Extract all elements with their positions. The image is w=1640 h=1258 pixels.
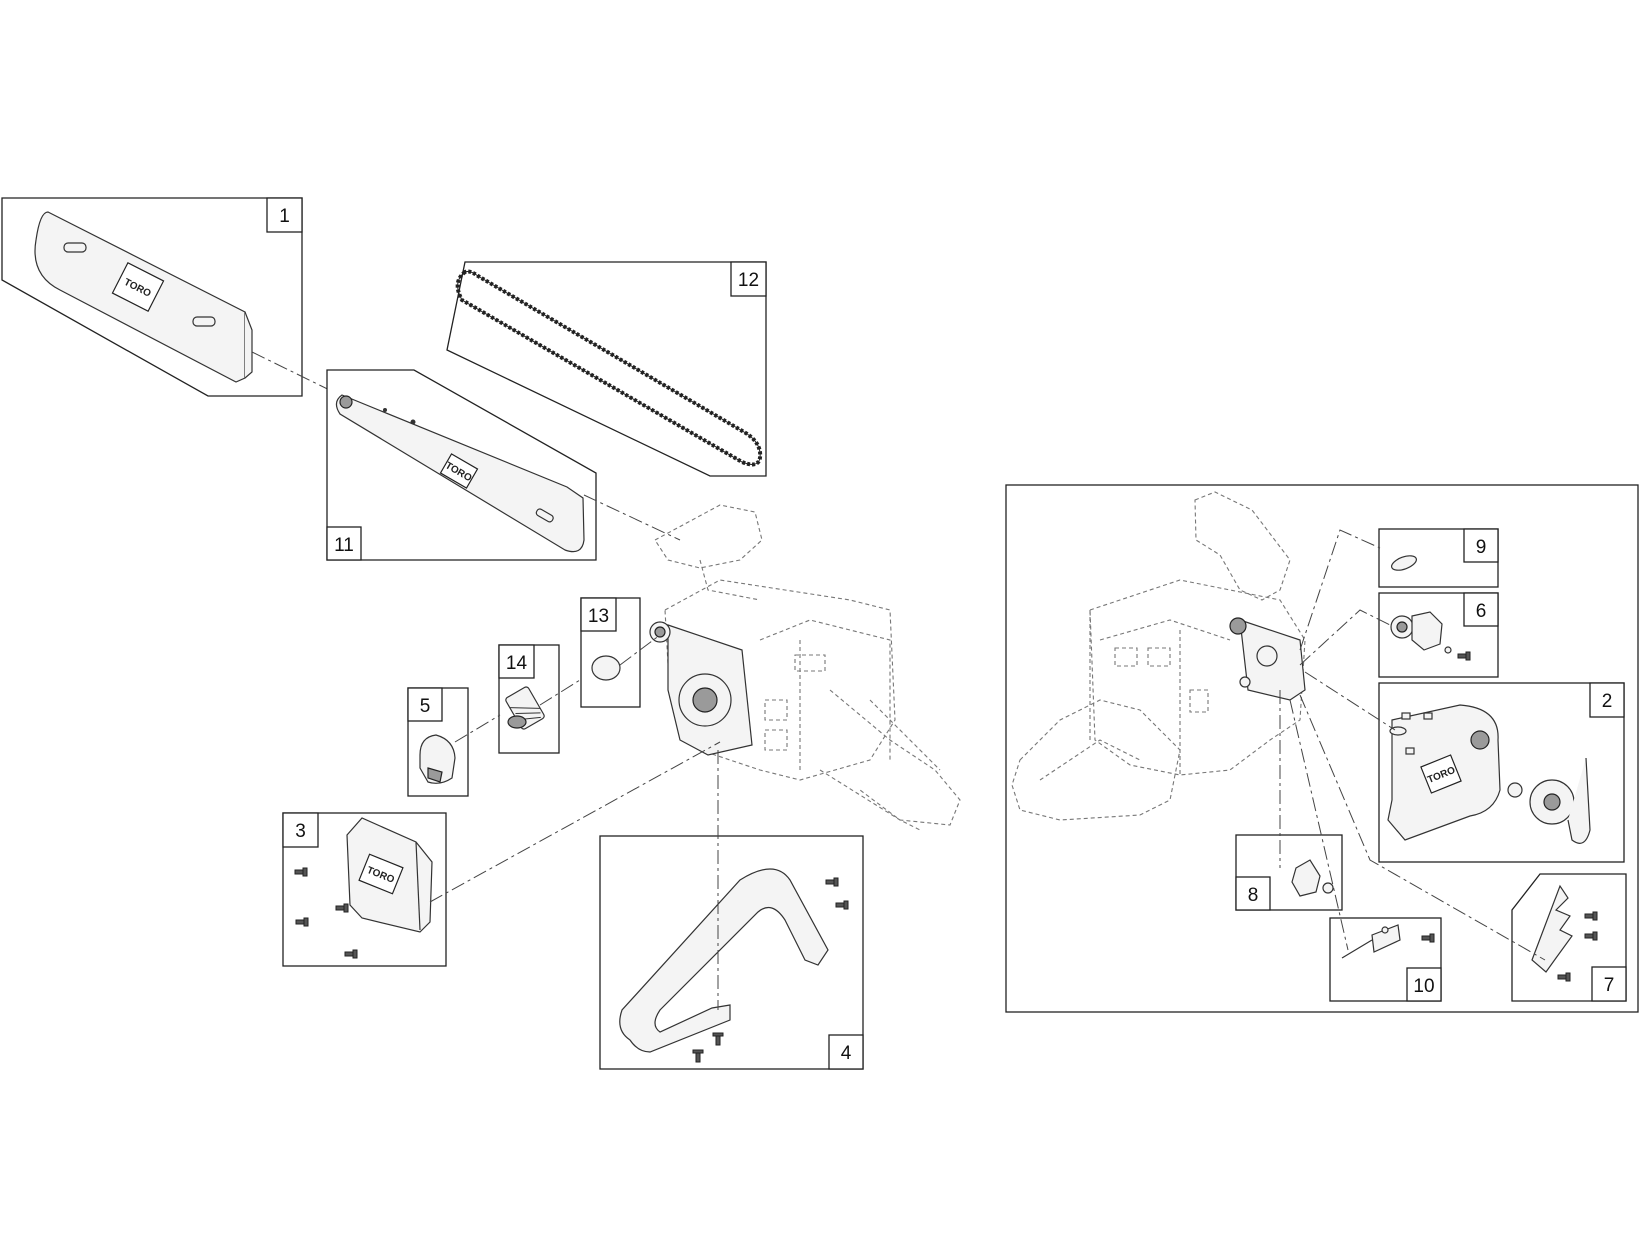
panel-5-oil-cap: 5 (407, 687, 469, 797)
panel-4-front-handle: 4 (599, 835, 864, 1070)
screw-icon (712, 1032, 724, 1046)
callout-3: 3 (295, 821, 306, 842)
screw-icon (335, 903, 349, 913)
callout-12: 12 (738, 270, 759, 291)
saw-body-main (649, 504, 961, 831)
panel-13-o-ring: 13 (580, 597, 641, 708)
screw-icon (295, 917, 309, 927)
toro-logo-icon: TORO (439, 453, 479, 489)
detail-view-panel: 9 6 2 TORO (1005, 484, 1639, 1013)
panel-12-saw-chain: 12 (446, 261, 767, 477)
panel-9-key: 9 (1378, 528, 1499, 588)
callout-2: 2 (1602, 691, 1613, 712)
panel-8-oil-pump: 8 (1235, 834, 1343, 911)
callout-14: 14 (506, 653, 528, 674)
panel-6-clutch-drum: 6 (1378, 592, 1499, 678)
saw-body-detail (1011, 491, 1306, 821)
screw-icon (344, 949, 358, 959)
screw-icon (1584, 931, 1598, 941)
screw-icon (294, 867, 308, 877)
callout-7: 7 (1604, 975, 1615, 996)
toro-logo-icon: TORO (358, 853, 404, 895)
screw-icon (1557, 972, 1571, 982)
screw-icon (1457, 651, 1471, 661)
callout-8: 8 (1248, 885, 1259, 906)
panel-1-bar-cover: 1 TORO (1, 197, 303, 397)
callout-9: 9 (1476, 537, 1487, 558)
callout-5: 5 (420, 696, 431, 717)
callout-1: 1 (279, 206, 290, 227)
callout-11: 11 (334, 535, 354, 556)
callout-13: 13 (588, 606, 609, 627)
panel-14-oil-filter: 14 (498, 644, 560, 754)
screw-icon (692, 1049, 704, 1063)
panel-11-guide-bar: 11 TORO (326, 369, 597, 561)
panel-3-sprocket-cover: 3 TORO (282, 812, 447, 967)
screw-icon (825, 877, 839, 887)
screw-icon (1421, 933, 1435, 943)
screw-icon (1584, 911, 1598, 921)
panel-10-chain-tensioner: 10 (1329, 917, 1442, 1002)
screw-icon (835, 900, 849, 910)
callout-10: 10 (1413, 976, 1434, 997)
toro-logo-icon: TORO (1420, 754, 1462, 794)
panel-2-side-cover: 2 TORO (1378, 682, 1625, 863)
callout-6: 6 (1476, 601, 1487, 622)
callout-4: 4 (841, 1043, 852, 1064)
toro-logo-icon: TORO (111, 261, 165, 313)
panel-7-chain-catcher: 7 (1511, 873, 1627, 1002)
